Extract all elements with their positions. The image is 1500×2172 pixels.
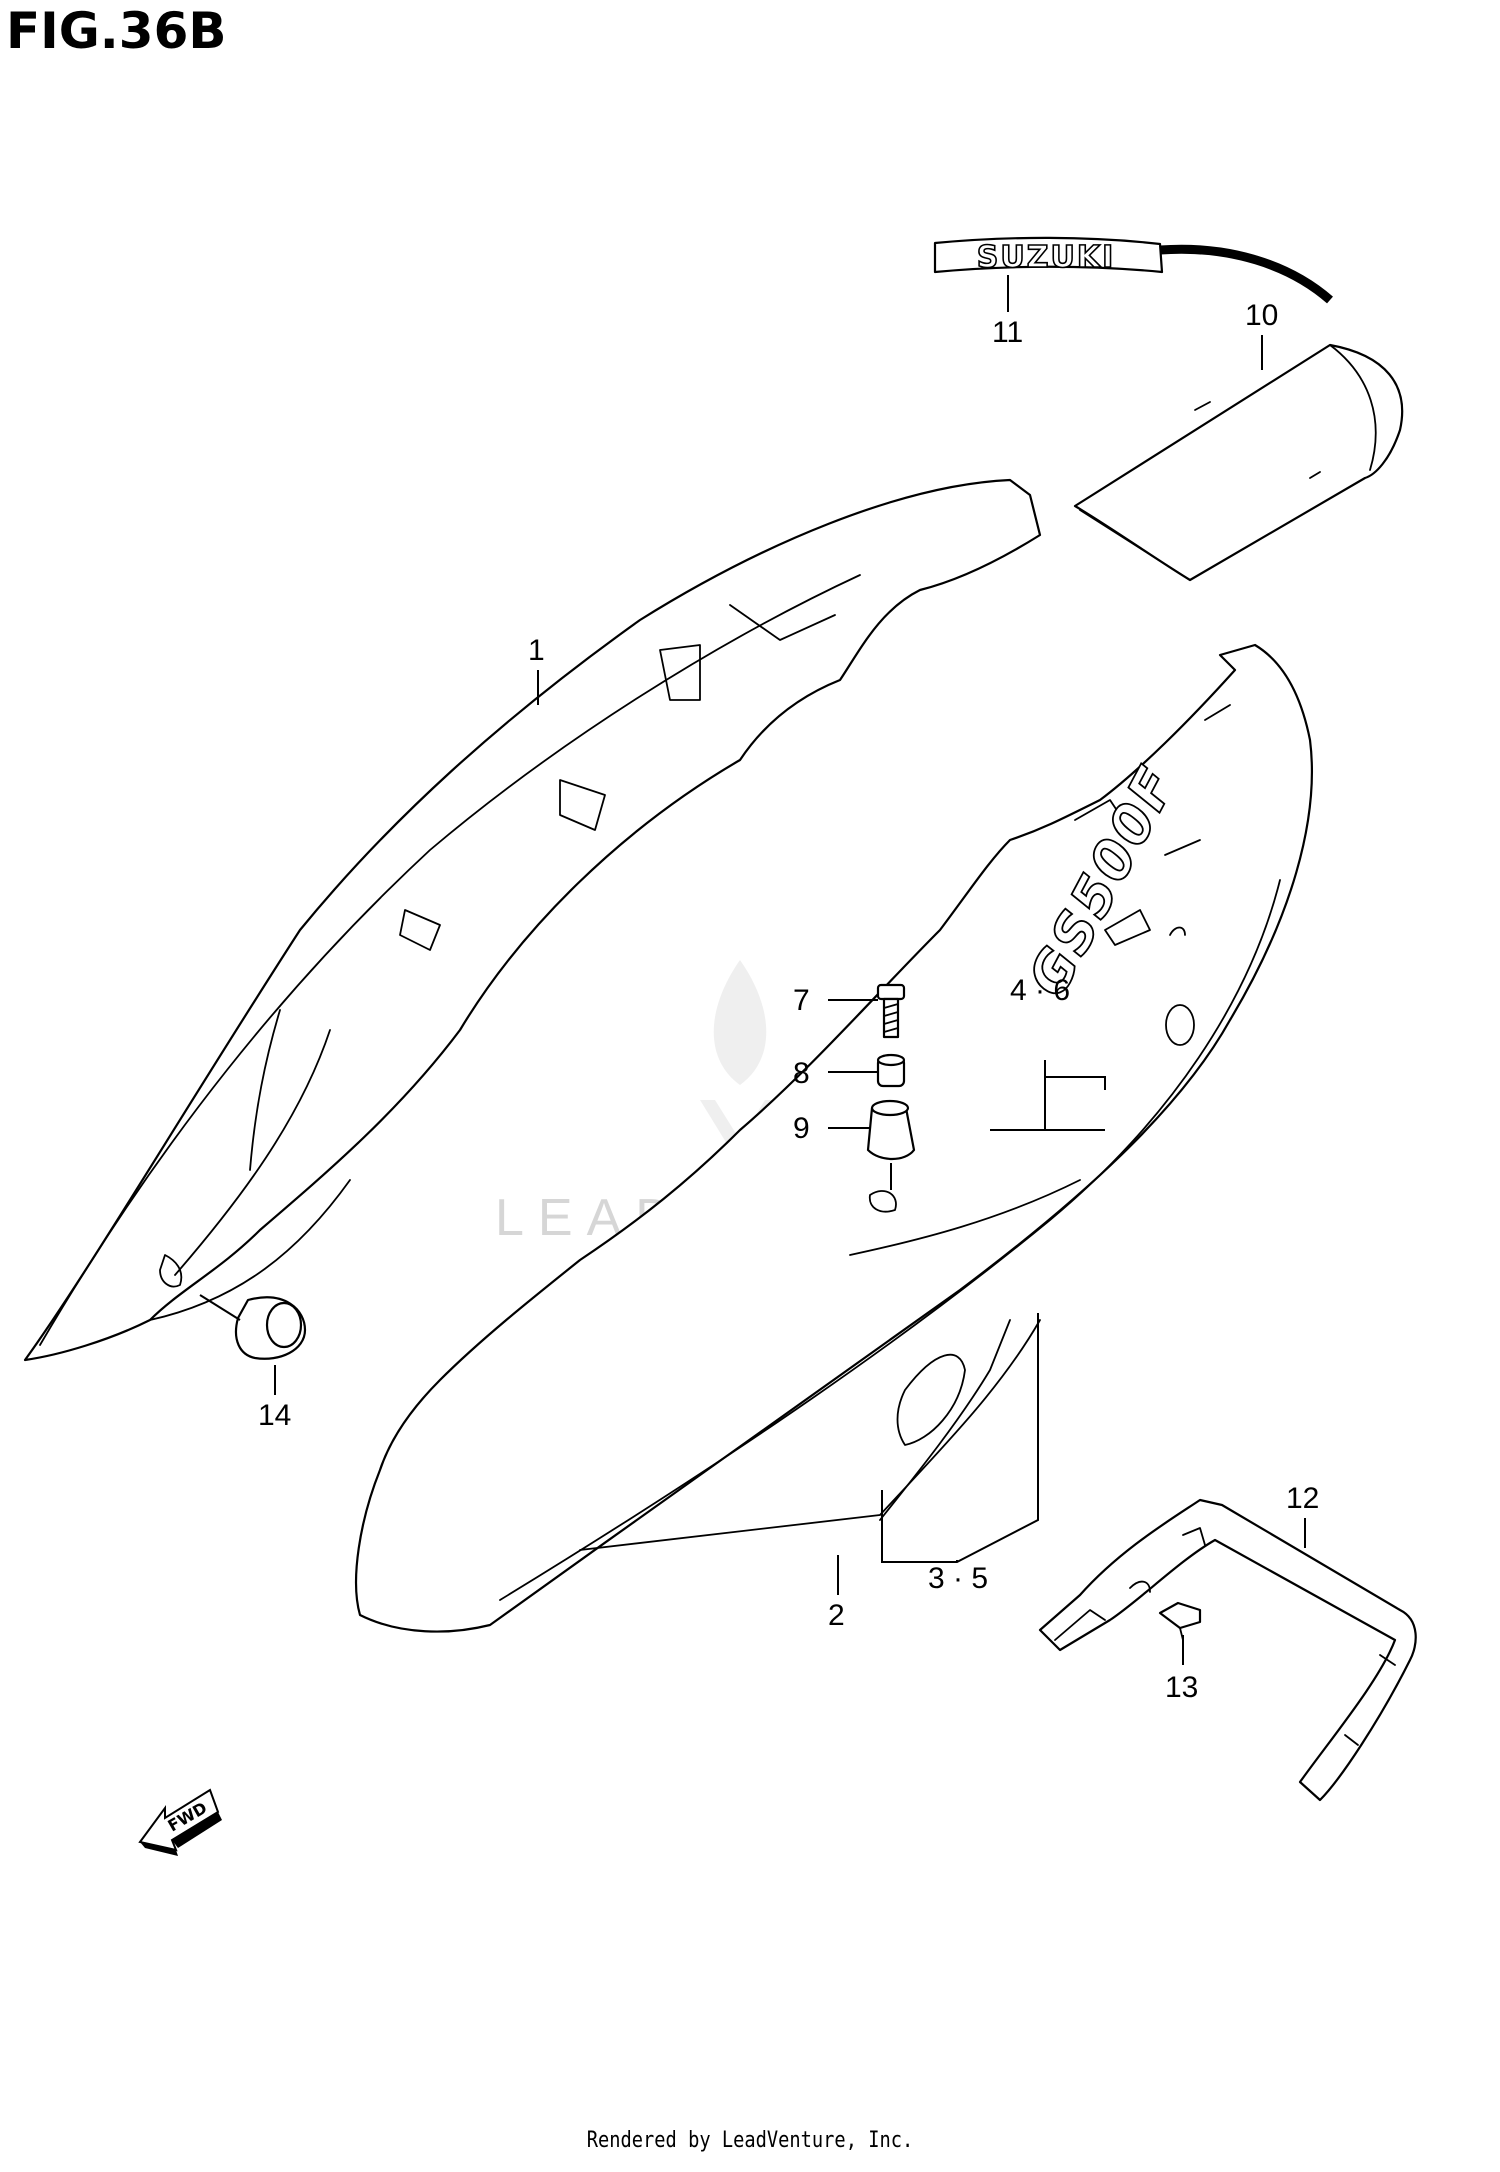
callout-9: 9 xyxy=(793,1112,810,1145)
grommet-mount-detail xyxy=(868,1190,897,1213)
callout-10: 10 xyxy=(1245,299,1278,332)
footer-credit: Rendered by LeadVenture, Inc. xyxy=(586,2128,914,2153)
fwd-arrow-icon: FWD xyxy=(138,1788,222,1856)
callout-11: 11 xyxy=(992,316,1023,349)
part-13-clip[interactable] xyxy=(1158,1601,1202,1641)
callout-14: 14 xyxy=(258,1399,291,1432)
callout-13: 13 xyxy=(1165,1671,1198,1704)
part-8-collar[interactable] xyxy=(876,1053,906,1088)
part-12-bracket[interactable] xyxy=(1038,1498,1417,1802)
part-1-frame-cover-left[interactable] xyxy=(23,478,1042,1362)
callout-1: 1 xyxy=(528,634,545,667)
callout-3-5: 3 · 5 xyxy=(928,1562,988,1595)
part-9-cushion[interactable] xyxy=(866,1099,916,1161)
part-11-emblem[interactable]: SUZUKI xyxy=(933,236,1164,276)
figure-title: FIG.36B xyxy=(6,2,227,60)
callout-12: 12 xyxy=(1286,1482,1319,1515)
part-14-grommet[interactable] xyxy=(234,1296,307,1360)
callout-4-6: 4 · 6 xyxy=(1010,974,1070,1007)
part-7-bolt[interactable] xyxy=(876,983,906,1039)
callout-7: 7 xyxy=(793,984,810,1017)
part-10-tail-cover[interactable] xyxy=(1073,244,1404,582)
callout-2: 2 xyxy=(828,1599,845,1632)
leader-3-5 xyxy=(881,1313,1039,1563)
leader-4-6 xyxy=(990,1060,1106,1131)
leader-14 xyxy=(199,1294,241,1321)
emblem-text: SUZUKI xyxy=(977,240,1116,275)
callout-8: 8 xyxy=(793,1057,810,1090)
